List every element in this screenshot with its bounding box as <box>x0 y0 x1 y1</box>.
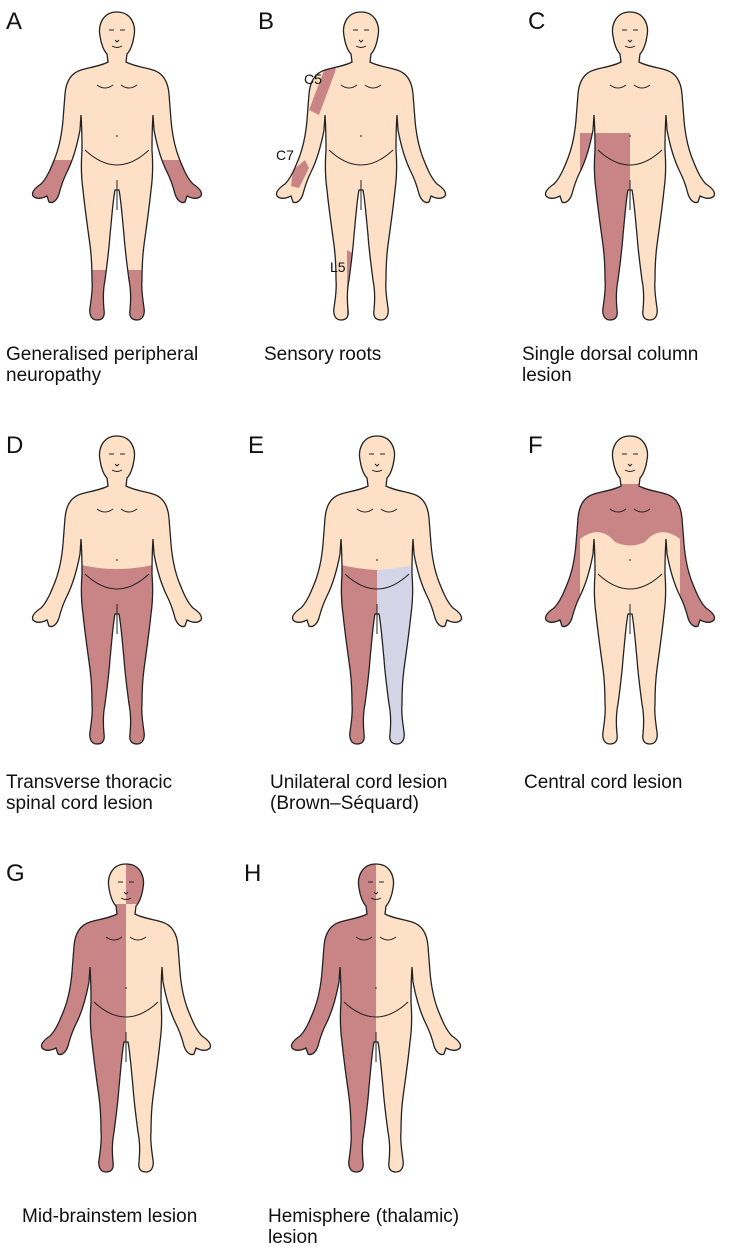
panel-caption: Hemisphere (thalamic) lesion <box>268 1206 488 1248</box>
body-figure <box>0 424 244 764</box>
panel-caption: Sensory roots <box>264 344 484 365</box>
panel-g: G Mid-brainstem lesion <box>0 852 244 1254</box>
panel-caption: Generalised peripheral neuropathy <box>6 344 246 386</box>
panel-caption: Central cord lesion <box>524 772 732 793</box>
panel-caption: Unilateral cord lesion (Brown–Séquard) <box>270 772 488 814</box>
panel-caption: Transverse thoracic spinal cord lesion <box>6 772 246 814</box>
panel-caption: Mid-brainstem lesion <box>22 1206 244 1227</box>
panel-a: A Generalised peripheral neuropathy <box>0 0 244 420</box>
panel-e: E Unilateral cord lesion (Brown–Séquard) <box>244 424 488 844</box>
body-figure <box>244 0 488 340</box>
panel-c: C Single dorsal column lesion <box>488 0 732 420</box>
panel-f: F Central cord lesion <box>488 424 732 844</box>
body-figure <box>488 424 732 764</box>
panel-b: B C5 C7 L5 Sensory roots <box>244 0 488 420</box>
body-figure <box>244 852 488 1192</box>
panel-caption: Single dorsal column lesion <box>522 344 732 386</box>
body-figure <box>488 0 732 340</box>
root-label-l5: L5 <box>330 260 346 274</box>
panel-d: D Transverse thoracic spinal cord lesion <box>0 424 244 844</box>
body-figure <box>0 0 244 340</box>
body-figure <box>0 852 244 1192</box>
root-label-c7: C7 <box>276 148 294 162</box>
body-figure <box>244 424 488 764</box>
panel-h: H Hemisphere (thalamic) lesion <box>244 852 488 1254</box>
root-label-c5: C5 <box>304 72 322 86</box>
affected-area <box>276 852 376 1204</box>
